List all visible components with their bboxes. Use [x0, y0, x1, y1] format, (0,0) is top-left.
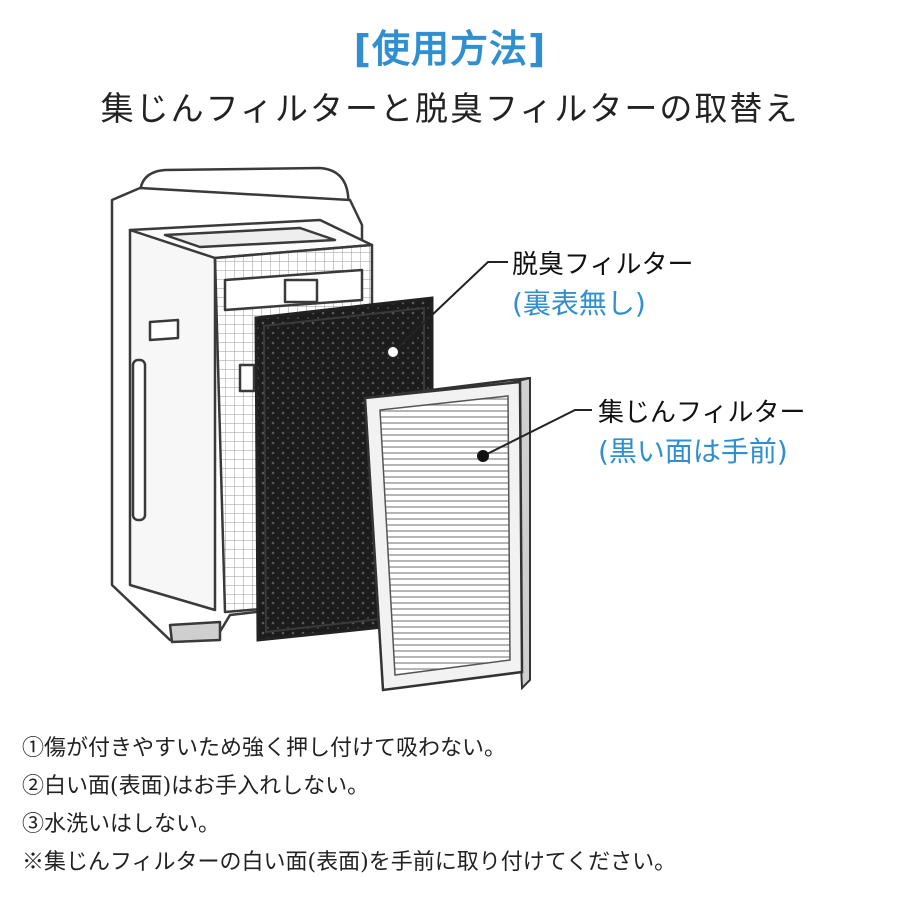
dust-filter-note: (黒い面は手前): [598, 435, 788, 468]
deodorizing-filter-label: 脱臭フィルター: [512, 250, 694, 280]
usage-notes: ①傷が付きやすいため強く押し付けて吸わない。 ②白い面(表面)はお手入れしない。…: [22, 730, 892, 882]
dust-filter-label: 集じんフィルター: [598, 398, 806, 428]
note-item: ①傷が付きやすいため強く押し付けて吸わない。: [22, 736, 507, 761]
dust-collection-filter: [363, 376, 531, 692]
note-item: ※集じんフィルターの白い面(表面)を手前に取り付けてください。: [22, 850, 677, 875]
note-item: ③水洗いはしない。: [22, 812, 221, 837]
page-title: [使用方法]: [353, 27, 547, 71]
note-item: ②白い面(表面)はお手入れしない。: [22, 774, 370, 799]
deodorizing-filter-note: (裏表無し): [512, 287, 646, 320]
deodorizing-callout-dot: [386, 345, 400, 359]
callout-lines: [392, 261, 592, 457]
page-subtitle: 集じんフィルターと脱臭フィルターの取替え: [100, 89, 800, 128]
dust-callout-dot: [477, 450, 489, 462]
